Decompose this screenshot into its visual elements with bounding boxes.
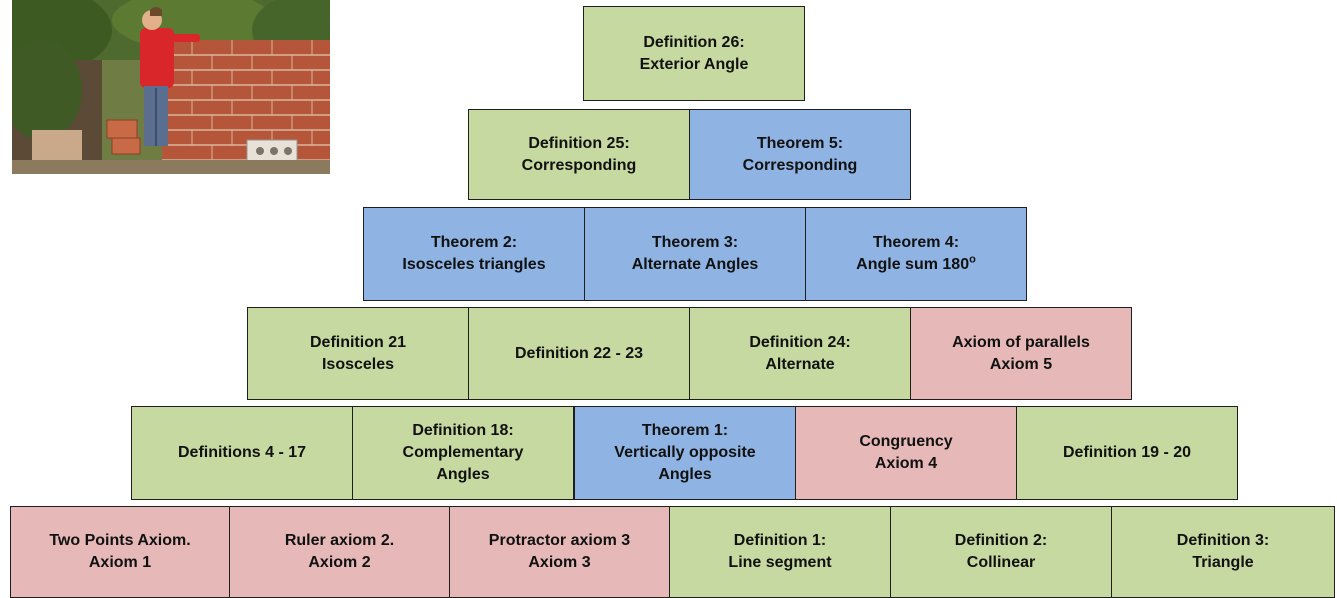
box-label-line3: Angles bbox=[436, 466, 490, 483]
theorem-2-box: Theorem 2: Isosceles triangles bbox=[363, 207, 585, 301]
axiom-4-box: Congruency Axiom 4 bbox=[795, 406, 1017, 500]
axiom-2-box: Ruler axiom 2. Axiom 2 bbox=[229, 506, 450, 598]
definition-3-box: Definition 3: Triangle bbox=[1111, 506, 1335, 598]
box-label-line2: Corresponding bbox=[521, 156, 637, 174]
box-label-line2: Axiom 3 bbox=[528, 554, 591, 571]
box-label-line1: Definitions 4 - 17 bbox=[177, 444, 307, 461]
theorem-3-box: Theorem 3: Alternate Angles bbox=[584, 207, 806, 301]
box-label-line2: Vertically opposite bbox=[614, 444, 756, 461]
box-label-line2: Line segment bbox=[728, 554, 832, 571]
box-label-line1: Definition 2: bbox=[954, 532, 1048, 549]
axiom-5-box: Axiom of parallels Axiom 5 bbox=[910, 307, 1132, 400]
definition-18-box: Definition 18: Complementary Angles bbox=[352, 406, 574, 500]
box-label-line2: Isosceles bbox=[321, 355, 395, 373]
definition-22-23-box: Definition 22 - 23 bbox=[468, 307, 690, 400]
box-label-line2: Axiom 2 bbox=[308, 554, 371, 571]
box-label-line1: Theorem 5: bbox=[756, 134, 844, 152]
box-label-line1: Protractor axiom 3 bbox=[488, 532, 631, 549]
box-label-line2: Triangle bbox=[1192, 554, 1254, 571]
box-label-line1: Definition 18: bbox=[412, 422, 514, 439]
box-label-line2: Axiom 5 bbox=[989, 355, 1053, 373]
box-label-line1: Definition 24: bbox=[749, 333, 851, 351]
box-label-line2: Complementary bbox=[402, 444, 524, 461]
box-label-line2: Axiom 4 bbox=[874, 455, 938, 472]
theorem-5-box: Theorem 5: Corresponding bbox=[689, 109, 911, 200]
box-label-line1: Definition 21 bbox=[309, 333, 406, 351]
box-label-line2: Exterior Angle bbox=[639, 55, 749, 73]
box-label-line1: Definition 19 - 20 bbox=[1062, 444, 1192, 461]
definition-21-box: Definition 21 Isosceles bbox=[247, 307, 469, 400]
box-label-line1: Ruler axiom 2. bbox=[284, 532, 395, 549]
definition-26-box: Definition 26: Exterior Angle bbox=[583, 6, 805, 101]
brick-wall-photo bbox=[12, 0, 330, 174]
box-label-line2: Angle sum 180o bbox=[856, 254, 976, 276]
box-label-line2: Axiom 1 bbox=[88, 554, 152, 571]
box-label-line2: Collinear bbox=[966, 554, 1036, 571]
box-label-line2: Isosceles triangles bbox=[402, 256, 546, 273]
definition-24-box: Definition 24: Alternate bbox=[689, 307, 911, 400]
box-label-line2: Alternate Angles bbox=[631, 256, 759, 273]
box-label-line1: Definition 26: bbox=[643, 33, 745, 51]
angle-sum-text: Angle sum 180 bbox=[856, 256, 970, 273]
box-label-line1: Definition 1: bbox=[733, 532, 827, 549]
axiom-3-box: Protractor axiom 3 Axiom 3 bbox=[449, 506, 670, 598]
definitions-4-17-box: Definitions 4 - 17 bbox=[131, 406, 353, 500]
box-label-line1: Congruency bbox=[859, 433, 953, 450]
box-label-line1: Theorem 4: bbox=[872, 234, 960, 251]
definition-25-box: Definition 25: Corresponding bbox=[468, 109, 690, 200]
box-label-line3: Angles bbox=[658, 466, 712, 483]
box-label-line1: Two Points Axiom. bbox=[49, 532, 191, 549]
definition-2-box: Definition 2: Collinear bbox=[890, 506, 1112, 598]
box-label-line1: Definition 25: bbox=[528, 134, 630, 152]
theorem-4-box: Theorem 4: Angle sum 180o bbox=[805, 207, 1027, 301]
box-label-line2: Alternate bbox=[765, 355, 835, 373]
box-label-line1: Definition 3: bbox=[1176, 532, 1270, 549]
box-label-line1: Definition 22 - 23 bbox=[514, 344, 644, 362]
box-label-line1: Theorem 3: bbox=[651, 234, 739, 251]
degree-superscript: o bbox=[969, 253, 976, 266]
axiom-1-box: Two Points Axiom. Axiom 1 bbox=[10, 506, 230, 598]
box-label-line2: Corresponding bbox=[742, 156, 858, 174]
box-label-line1: Theorem 2: bbox=[430, 234, 518, 251]
definition-1-box: Definition 1: Line segment bbox=[669, 506, 891, 598]
box-label-line1: Axiom of parallels bbox=[952, 333, 1090, 351]
definition-19-20-box: Definition 19 - 20 bbox=[1016, 406, 1238, 500]
box-label-line1: Theorem 1: bbox=[641, 422, 729, 439]
theorem-1-box: Theorem 1: Vertically opposite Angles bbox=[574, 406, 796, 500]
